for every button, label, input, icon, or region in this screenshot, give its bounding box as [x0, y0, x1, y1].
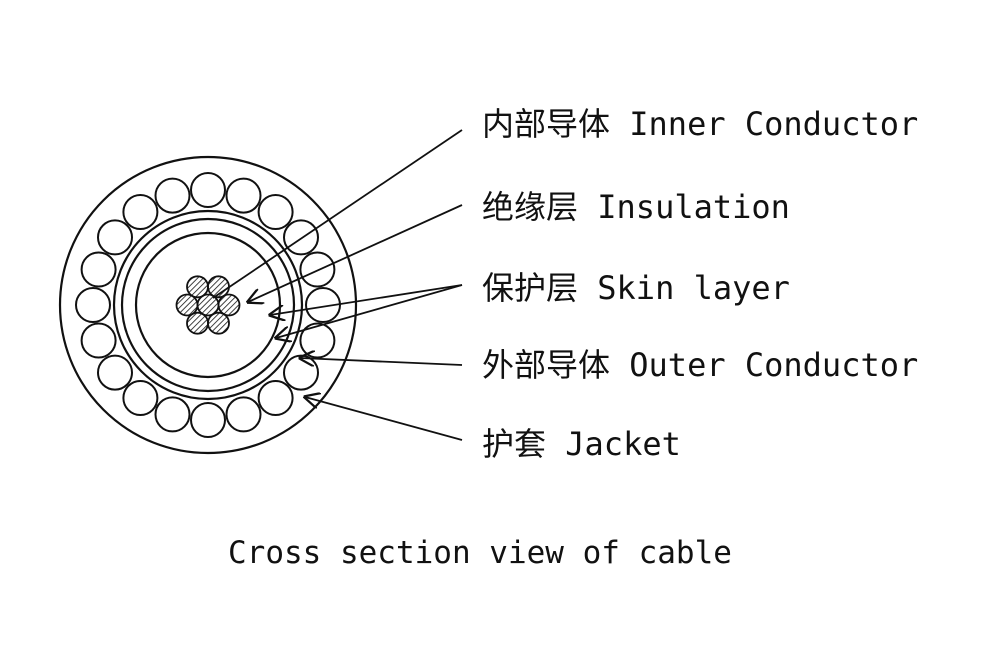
label-insulation: 绝缘层 Insulation	[482, 188, 790, 226]
label-skin-layer: 保护层 Skin layer	[482, 269, 790, 307]
outer-strand	[122, 194, 159, 230]
outer-strand	[225, 396, 262, 433]
jacket-outer-ring	[58, 155, 358, 455]
outer-strand	[80, 251, 117, 288]
outer-strand	[305, 287, 341, 323]
outer-strand	[225, 177, 262, 214]
leader-outer-conductor	[300, 358, 463, 365]
leader-skin-layer-b	[276, 284, 463, 338]
labels: 内部导体 Inner Conductor 绝缘层 Insulation 保护层 …	[482, 105, 918, 463]
inner-conductor-strands	[175, 275, 241, 335]
outer-strand	[257, 194, 294, 230]
label-jacket: 护套 Jacket	[482, 425, 681, 463]
inner-strand	[175, 293, 199, 317]
outer-strand	[80, 322, 117, 359]
leader-skin-layer-a	[270, 284, 463, 315]
outer-strand	[75, 287, 111, 323]
leader-lines	[212, 129, 463, 441]
inner-strand	[186, 275, 209, 299]
outer-strand	[154, 177, 191, 214]
outer-strand	[283, 219, 319, 256]
outer-strand	[190, 402, 226, 438]
outer-strand	[97, 354, 133, 391]
outer-strand	[190, 172, 226, 208]
outer-strand	[299, 322, 336, 359]
label-outer-conductor: 外部导体 Outer Conductor	[482, 346, 918, 384]
leader-jacket	[305, 397, 463, 441]
diagram-caption: Cross section view of cable	[228, 535, 732, 571]
leader-insulation	[248, 204, 463, 302]
outer-strand	[122, 380, 159, 416]
outer-strand	[154, 396, 191, 433]
outer-strand	[283, 354, 319, 391]
leader-inner-conductor	[212, 129, 463, 299]
outer-strand	[257, 380, 294, 416]
inner-strand	[186, 311, 209, 335]
outer-strand	[97, 219, 133, 256]
skin-layer-ring	[120, 217, 296, 393]
outer-conductor-inner-ring	[112, 209, 304, 401]
inner-strand	[207, 311, 230, 335]
outer-conductor-strands	[75, 172, 341, 438]
label-inner-conductor: 内部导体 Inner Conductor	[482, 105, 918, 143]
outer-strand	[299, 251, 336, 288]
inner-strand	[217, 293, 241, 317]
